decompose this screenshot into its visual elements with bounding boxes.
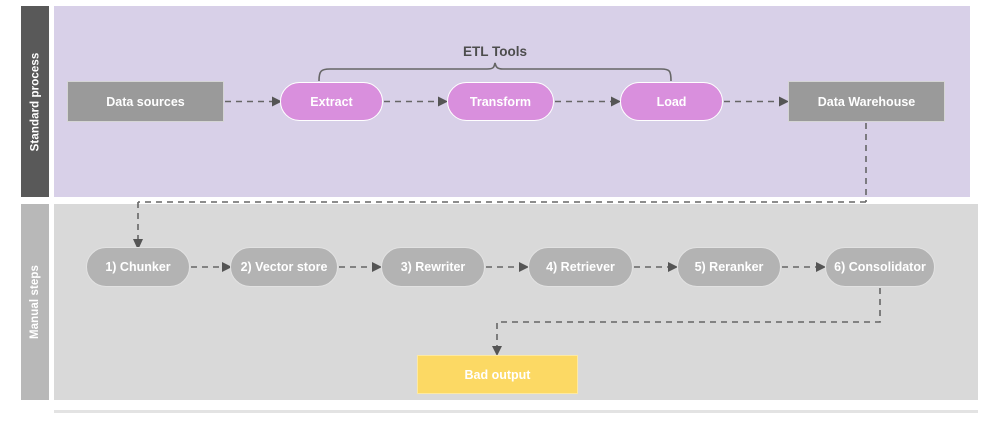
- etl-tools-label: ETL Tools: [463, 44, 527, 59]
- node-vector-store[interactable]: 2) Vector store: [230, 247, 338, 287]
- node-load[interactable]: Load: [620, 82, 723, 121]
- node-data-warehouse-label: Data Warehouse: [817, 94, 916, 109]
- node-data-sources-label: Data sources: [106, 94, 185, 109]
- node-consolidator[interactable]: 6) Consolidator: [825, 247, 935, 287]
- node-chunker-label: 1) Chunker: [105, 260, 171, 274]
- node-transform-label: Transform: [469, 94, 532, 109]
- node-vector-store-label: 2) Vector store: [240, 260, 328, 274]
- node-transform[interactable]: Transform: [447, 82, 554, 121]
- node-bad-output[interactable]: Bad output: [417, 355, 578, 394]
- bottom-divider-rule: [54, 410, 978, 413]
- swimlane-label-standard-process: Standard process: [21, 6, 49, 197]
- node-load-label: Load: [656, 94, 687, 109]
- node-bad-output-label: Bad output: [464, 367, 531, 382]
- swimlane-label-manual-steps-text: Manual steps: [29, 264, 41, 340]
- node-retriever[interactable]: 4) Retriever: [528, 247, 633, 287]
- node-data-warehouse[interactable]: Data Warehouse: [788, 81, 945, 122]
- node-data-sources[interactable]: Data sources: [67, 81, 224, 122]
- node-rewriter[interactable]: 3) Rewriter: [381, 247, 485, 287]
- node-extract-label: Extract: [310, 94, 353, 109]
- node-retriever-label: 4) Retriever: [546, 260, 615, 274]
- node-chunker[interactable]: 1) Chunker: [86, 247, 190, 287]
- swimlane-label-manual-steps: Manual steps: [21, 204, 49, 400]
- node-reranker-label: 5) Reranker: [694, 260, 764, 274]
- node-extract[interactable]: Extract: [280, 82, 383, 121]
- swimlane-label-standard-process-text: Standard process: [29, 52, 41, 151]
- node-consolidator-label: 6) Consolidator: [834, 260, 926, 274]
- node-rewriter-label: 3) Rewriter: [400, 260, 466, 274]
- node-reranker[interactable]: 5) Reranker: [677, 247, 781, 287]
